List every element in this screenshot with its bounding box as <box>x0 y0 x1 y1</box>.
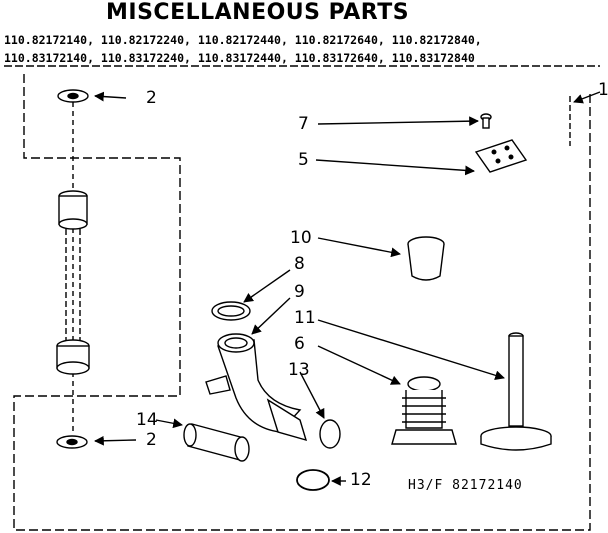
callout-11: 11 <box>294 308 316 328</box>
callout-1: 1 <box>598 80 608 100</box>
callout-8: 8 <box>294 254 305 274</box>
callout-2-top: 2 <box>146 88 157 108</box>
leveling-leg-part-11 <box>480 332 552 451</box>
leader-5 <box>315 159 475 176</box>
clamp-part-13 <box>319 419 341 449</box>
diagram-title: MISCELLANEOUS PARTS <box>106 0 410 25</box>
hose-elbow-part-9 <box>205 333 308 442</box>
callout-12: 12 <box>350 470 372 490</box>
coupling-part-14 <box>183 423 250 462</box>
leader-7 <box>317 116 479 127</box>
callout-13: 13 <box>288 360 310 380</box>
washer-part-2-top <box>57 89 89 103</box>
callout-2-bottom: 2 <box>146 430 157 450</box>
leveling-post-assembly <box>56 190 90 375</box>
cap-part-10 <box>407 236 445 281</box>
callout-7: 7 <box>298 114 309 134</box>
screw-part-7 <box>480 113 492 129</box>
callout-5: 5 <box>298 150 309 170</box>
bracket-plate-part-5 <box>474 139 528 173</box>
leader-6 <box>317 345 401 385</box>
callout-10: 10 <box>290 228 312 248</box>
callout-1-leader <box>573 91 601 104</box>
clamp-part-8 <box>211 301 251 321</box>
washer-part-2-bottom <box>56 435 88 449</box>
callout-6: 6 <box>294 334 305 354</box>
leader-14 <box>155 418 183 429</box>
model-numbers-line-1: 110.82172140, 110.82172240, 110.82172440… <box>4 33 482 47</box>
callout-14: 14 <box>136 410 158 430</box>
leader-11 <box>317 319 505 381</box>
drawing-reference-code: H3/F 82172140 <box>408 478 523 493</box>
leader-10 <box>317 237 401 258</box>
assembly-bracket-outline <box>13 74 591 531</box>
leader-8 <box>243 269 291 303</box>
leader-9 <box>251 297 291 335</box>
callout-9: 9 <box>294 282 305 302</box>
ring-part-12 <box>296 469 330 491</box>
foot-part-6 <box>391 376 457 445</box>
leader-13 <box>299 371 325 419</box>
leader-2-bottom <box>94 435 137 446</box>
leader-2-top <box>94 91 127 102</box>
model-numbers-line-2: 110.83172140, 110.83172240, 110.83172440… <box>4 51 475 65</box>
